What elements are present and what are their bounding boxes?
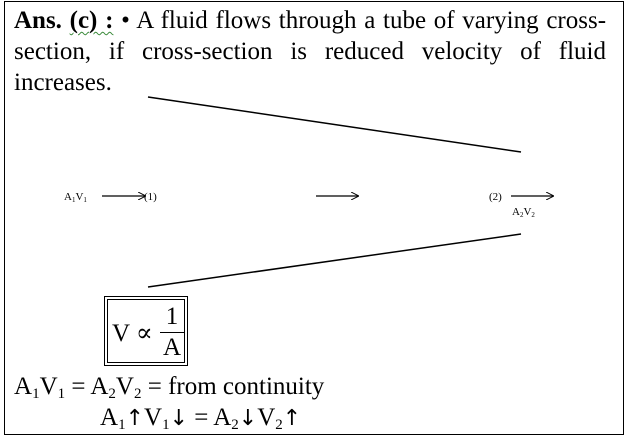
down-arrow-icon: ↓ [169, 406, 188, 431]
eq1-a1: A [14, 373, 33, 400]
eq1-a1-sub: 1 [32, 386, 40, 402]
tube-lower-wall [147, 233, 522, 288]
eq1-v2-sub: 2 [133, 386, 142, 402]
eq2-v2-sub: 2 [275, 417, 283, 433]
section-2-marker: (2) [489, 191, 502, 203]
eq1-tail: = from continuity [141, 373, 325, 400]
eq1-a2-sub: 2 [108, 386, 116, 402]
direction-equation: A1↑V1↓ = A2↓V2↑ [100, 404, 301, 433]
eq1-v1-sub: 1 [57, 386, 66, 402]
answer-label: Ans. (c) : [14, 7, 113, 34]
fraction-denominator: A [162, 334, 182, 361]
answer-label-text: Ans. (c) : [14, 7, 114, 34]
eq1-v1: V [39, 373, 58, 400]
answer-text: A fluid flows through a tube of varying … [14, 7, 607, 96]
left-area-velocity-label: A1V1 [64, 191, 87, 204]
tube-upper-wall [147, 96, 522, 153]
answer-frame [4, 1, 624, 435]
continuity-equation: A1V1 = A2V2 = from continuity [14, 373, 325, 402]
down-arrow-icon: ↓ [238, 406, 258, 431]
formula-fraction: 1 A [160, 302, 184, 363]
proportionality-box: V ∝ 1 A [104, 296, 188, 366]
eq1-equals: = [65, 373, 91, 400]
eq2-v1: V [144, 404, 163, 431]
eq1-a2: A [90, 373, 109, 400]
eq2-a1-sub: 1 [118, 417, 126, 433]
section-1-marker: (1) [144, 191, 157, 203]
proportionality-box-inner: V ∝ 1 A [107, 299, 185, 363]
eq2-equals: = [188, 404, 214, 431]
fraction-numerator: 1 [160, 302, 184, 333]
eq1-v2: V [115, 373, 134, 400]
up-arrow-icon: ↑ [125, 406, 144, 431]
right-area-velocity-label: A2V2 [512, 206, 535, 219]
eq2-a2: A [213, 404, 232, 431]
eq2-v1-sub: 1 [162, 417, 170, 433]
bullet-icon: • [121, 7, 130, 34]
up-arrow-icon: ↑ [282, 406, 302, 431]
eq2-a2-sub: 2 [231, 417, 239, 433]
formula-lhs: V ∝ [112, 320, 153, 347]
answer-paragraph: Ans. (c) : • A fluid flows through a tub… [14, 5, 606, 98]
eq2-a1: A [100, 404, 119, 431]
eq2-v2: V [257, 404, 276, 431]
